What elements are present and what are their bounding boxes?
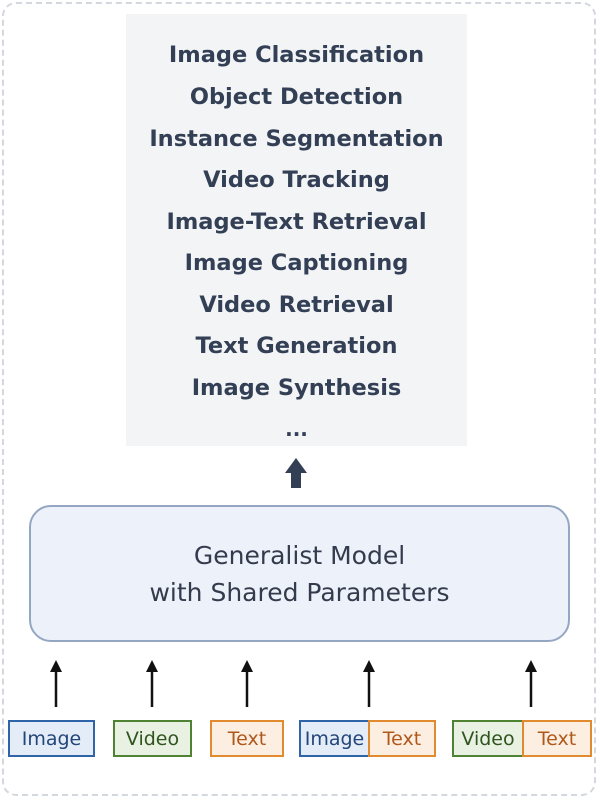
input-image-chip: Image xyxy=(8,720,95,757)
input-text-chip: Text xyxy=(522,720,592,757)
tasks-panel: Image Classification Object Detection In… xyxy=(126,14,467,446)
generalist-model-box: Generalist Model with Shared Parameters xyxy=(29,505,570,642)
input-text-chip: Text xyxy=(368,720,436,757)
task-image-captioning: Image Captioning xyxy=(184,250,409,276)
task-video-retrieval: Video Retrieval xyxy=(199,292,394,318)
input-video-chip: Video xyxy=(452,720,524,757)
input-video-chip: Video xyxy=(113,720,192,757)
input-text-chip: Text xyxy=(210,720,284,757)
task-image-text-retrieval: Image-Text Retrieval xyxy=(166,209,427,235)
model-title-line-1: Generalist Model xyxy=(193,541,406,570)
task-instance-segmentation: Instance Segmentation xyxy=(149,126,444,152)
tasks-ellipsis: ... xyxy=(285,417,308,441)
task-image-classification: Image Classification xyxy=(168,42,425,68)
task-text-generation: Text Generation xyxy=(195,333,398,359)
input-image-chip: Image xyxy=(299,720,370,757)
task-video-tracking: Video Tracking xyxy=(203,167,390,193)
task-image-synthesis: Image Synthesis xyxy=(191,375,402,401)
task-object-detection: Object Detection xyxy=(189,84,404,110)
model-title-line-2: with Shared Parameters xyxy=(149,578,450,607)
